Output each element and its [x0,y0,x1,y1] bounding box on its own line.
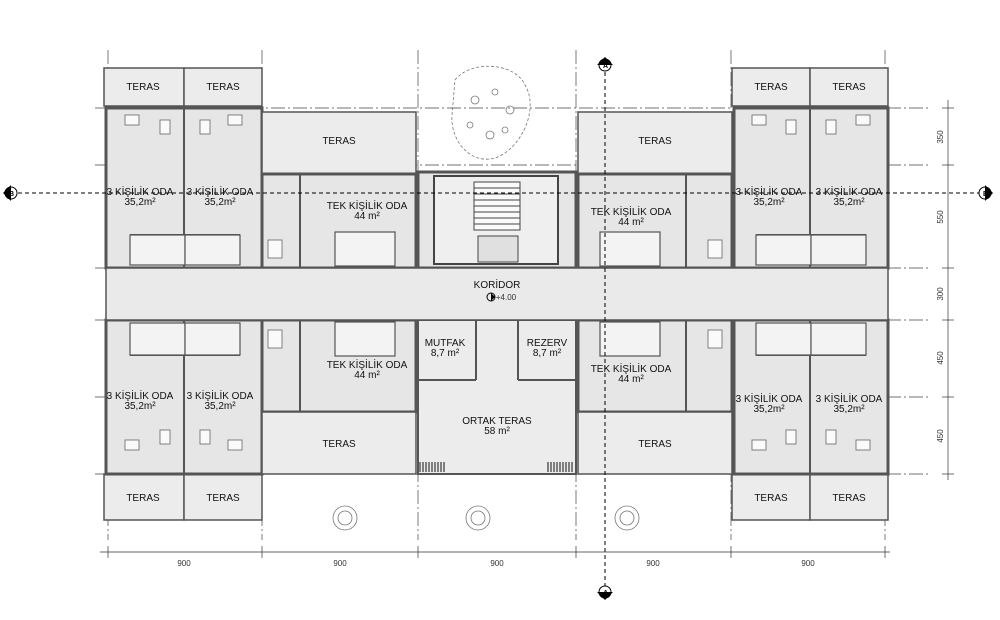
dim-v-2: 550 [936,210,945,224]
terrace-label-mid-4: TERAS [638,439,672,450]
kitchen-area: 8,7 m² [431,348,460,359]
terrace-label-top-1: TERAS [126,82,160,93]
room3-area-6: 35,2m² [204,401,236,412]
room3-area-5: 35,2m² [124,401,156,412]
room3-area-8: 35,2m² [833,404,865,415]
terrace-label-mid-3: TERAS [322,439,356,450]
single-room-area-4: 44 m² [618,374,644,385]
section-line-a [597,57,613,600]
room3-label-7: 3 KİŞİLİK ODA [736,392,803,405]
dim-h-5: 900 [801,559,815,568]
level-label: +4.00 [496,293,517,302]
single-room-area-3: 44 m² [354,370,380,381]
room3-area-4: 35,2m² [833,197,865,208]
terrace-label-bottom-3: TERAS [754,493,788,504]
terrace-label-top-3: TERAS [754,82,788,93]
dim-v-5: 450 [936,429,945,443]
common-terrace-label: ORTAK TERAS [462,416,532,427]
dim-h-4: 900 [646,559,660,568]
single-room-label-4: TEK KİŞİLİK ODA [591,362,672,375]
axis-a-bottom-letter: A [603,590,608,597]
corridor-label: KORİDOR [474,278,521,291]
single-room-label-1: TEK KİŞİLİK ODA [327,199,408,212]
single-room-area-2: 44 m² [618,217,644,228]
room3-label-6: 3 KİŞİLİK ODA [187,389,254,402]
reserve-area: 8,7 m² [533,348,562,359]
dimension-lines [100,100,954,558]
corridor [105,267,889,321]
furniture [124,114,871,451]
room3-area-1: 35,2m² [124,197,156,208]
terrace-label-bottom-4: TERAS [832,493,866,504]
terrace-grilles [419,462,573,472]
room3-label-3: 3 KİŞİLİK ODA [736,185,803,198]
dim-v-4: 450 [936,351,945,365]
terrace-label-mid-2: TERAS [638,136,672,147]
section-line-b [3,185,993,201]
terrace-label-bottom-2: TERAS [206,493,240,504]
room3-area-3: 35,2m² [753,197,785,208]
terrace-label-top-2: TERAS [206,82,240,93]
terrace-label-mid-1: TERAS [322,136,356,147]
dim-h-1: 900 [177,559,191,568]
single-room-label-3: TEK KİŞİLİK ODA [327,358,408,371]
room3-label-4: 3 KİŞİLİK ODA [816,185,883,198]
outer-terraces [103,67,889,521]
axis-b-left-letter: B [9,191,14,198]
dim-h-2: 900 [333,559,347,568]
axis-a-top-letter: A [603,63,608,70]
room3-label-8: 3 KİŞİLİK ODA [816,392,883,405]
room3-label-5: 3 KİŞİLİK ODA [107,389,174,402]
level-marker-icon [486,292,496,302]
room3-area-2: 35,2m² [204,197,236,208]
axis-b-right-letter: B [983,191,988,198]
room3-area-7: 35,2m² [753,404,785,415]
room3-label-1: 3 KİŞİLİK ODA [107,185,174,198]
stair-core [433,175,559,265]
kitchen-label: MUTFAK [425,338,466,349]
terrace-label-bottom-1: TERAS [126,493,160,504]
single-room-label-2: TEK KİŞİLİK ODA [591,205,672,218]
single-room-area-1: 44 m² [354,211,380,222]
common-terrace-area: 58 m² [484,426,510,437]
reserve-label: REZERV [527,338,568,349]
terrace-label-top-4: TERAS [832,82,866,93]
dim-v-1: 350 [936,130,945,144]
landscape-trees [332,65,640,531]
dim-v-3: 300 [936,287,945,301]
dim-h-3: 900 [490,559,504,568]
room3-label-2: 3 KİŞİLİK ODA [187,185,254,198]
bathrooms [129,231,867,357]
